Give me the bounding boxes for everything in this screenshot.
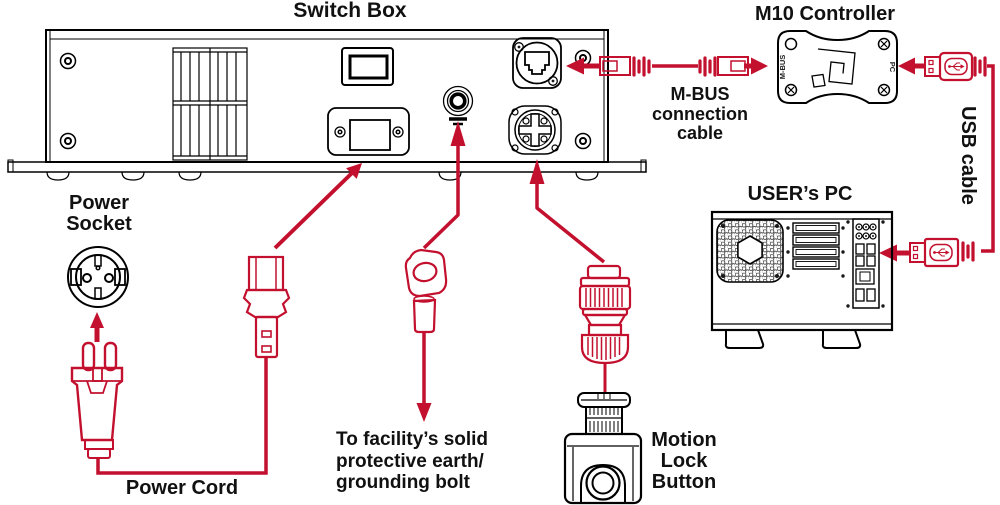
usb-port — [866, 255, 876, 267]
fan-grille-icon — [716, 219, 784, 283]
rozum-logo-icon — [811, 48, 856, 88]
screw-x-icon — [877, 37, 891, 51]
usb-b-connector-icon — [924, 51, 987, 82]
switch-box-drawing — [7, 29, 647, 181]
users-pc-title: USER’s PC — [747, 183, 853, 205]
arrow-left-icon — [566, 57, 584, 75]
usb-cable-drawing — [879, 51, 995, 268]
power-socket-drawing — [67, 246, 129, 308]
usb-trident-icon — [948, 62, 965, 71]
screw-x-icon — [877, 83, 891, 97]
rj45-plug-icon — [599, 56, 651, 77]
arrow-left-icon — [898, 57, 915, 75]
arrow-left-icon — [879, 244, 897, 262]
usb-a-connector-icon — [909, 237, 975, 268]
mbus-cable-label: M-BUS connection cable — [651, 84, 748, 144]
screw-icon — [59, 132, 77, 150]
grounding-label: To facility’s solid protective earth/ gr… — [336, 429, 489, 494]
arrow-down-icon — [416, 403, 432, 422]
screw-x-icon — [784, 83, 798, 97]
m12-connector-icon — [578, 264, 632, 365]
usb-cable-label: USB cable — [957, 106, 980, 205]
usb-port — [855, 288, 865, 302]
iec-plug-icon — [242, 255, 291, 359]
schuko-plug-icon — [70, 341, 124, 459]
power-cord-drawing — [70, 163, 362, 475]
motion-lock-label: Motion Lock Button — [651, 429, 717, 494]
vent-grille — [172, 47, 248, 161]
cable-line — [981, 64, 995, 253]
pin-hole — [104, 273, 114, 283]
m10-port-pc-label: PC — [888, 62, 897, 73]
arrow-up-icon — [529, 159, 545, 184]
arrow-right-icon — [751, 57, 768, 75]
screw-icon — [59, 52, 77, 70]
corner-screws — [59, 49, 592, 150]
m10-controller-drawing: M-BUS PC — [777, 30, 898, 104]
screw-icon — [784, 37, 798, 51]
users-pc-drawing — [710, 210, 894, 349]
pc-foot — [724, 329, 765, 349]
arrow-up-right-icon — [346, 163, 362, 179]
usb-port — [855, 243, 865, 255]
estop-button-icon — [563, 392, 643, 505]
switch-box-title: Switch Box — [293, 0, 407, 22]
expansion-slots — [786, 222, 845, 278]
m10-port-mbus-label: M-BUS — [778, 55, 787, 80]
arrow-up-icon — [90, 312, 104, 328]
ground-stud — [442, 85, 474, 126]
usb-trident-icon — [933, 248, 950, 257]
power-inlet-port — [327, 107, 410, 156]
rj45-jack-icon — [524, 51, 550, 75]
usb-port — [866, 288, 876, 302]
power-switch — [341, 47, 394, 86]
pc-foot — [821, 329, 862, 349]
screw-icon — [574, 132, 592, 150]
grounding-drawing — [404, 121, 466, 422]
io-panel — [846, 218, 885, 309]
pin-hole — [82, 273, 92, 283]
motion-connector-port — [508, 105, 562, 155]
motion-lock-drawing — [529, 159, 643, 505]
mounting-flange — [7, 159, 647, 181]
m10-controller-title: M10 Controller — [754, 3, 896, 25]
mbus-port — [512, 37, 562, 89]
ring-terminal-icon — [404, 248, 448, 334]
mbus-cable-drawing — [566, 56, 768, 77]
rj45-plug-icon — [698, 56, 749, 77]
ethernet-port — [855, 268, 875, 285]
power-cord-label: Power Cord — [125, 477, 239, 499]
usb-port — [866, 243, 876, 255]
usb-port — [855, 255, 865, 267]
cord-line — [96, 358, 268, 475]
power-socket-label: Power Socket — [66, 192, 132, 236]
arrow-up-icon — [450, 121, 466, 146]
